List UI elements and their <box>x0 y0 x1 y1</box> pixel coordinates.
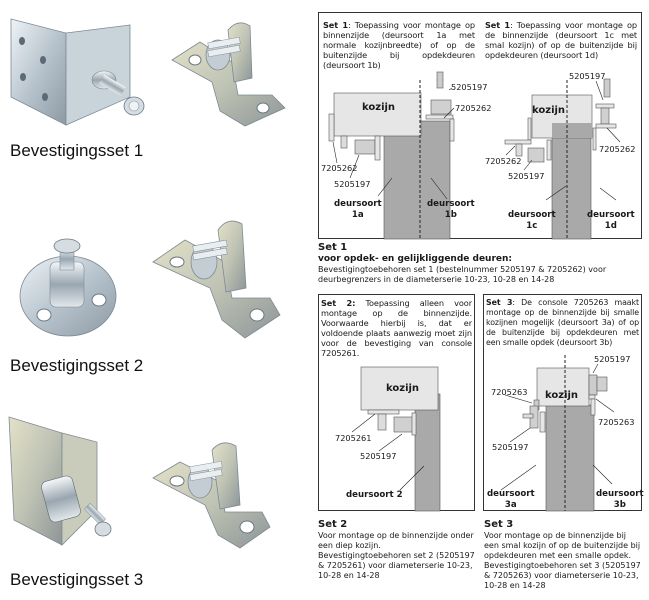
set1-right-text: : Toepassing voor montage op de binnenzi… <box>485 20 637 60</box>
angle-bracket-with-ball-pin-image <box>10 18 145 126</box>
set1-caption-subtitle: voor opdek- en gelijkliggende deuren: <box>318 254 513 264</box>
product-label-set2: Bevestigingsset 2 <box>10 356 144 375</box>
flat-bracket-with-ball-pin-image <box>8 416 112 546</box>
product-label-set3: Bevestigingsset 3 <box>10 570 144 589</box>
set1-left-part-label-top2: 7205262 <box>455 103 492 113</box>
set3-part-label-right-console: 7205263 <box>598 417 635 427</box>
set1-right-part-label-bottom2: 5205197 <box>508 171 545 181</box>
set3-frame-label: kozijn <box>545 390 579 401</box>
round-plate-with-ball-pin-image <box>19 238 117 337</box>
set3-title: Set 3 <box>486 298 513 307</box>
set2-door-label: deursoort 2 <box>346 490 403 500</box>
set1-caption-text: Bevestigingtoebehoren set 1 (bestelnumme… <box>318 265 607 284</box>
set2-part-label-console: 7205261 <box>335 433 372 443</box>
set3-part-label-left-pin: 5205197 <box>492 442 529 452</box>
set2-description: Set 2: Toepassing alleen voor montage op… <box>321 298 472 358</box>
set3-part-label-top-right: 5205197 <box>594 354 631 364</box>
set1-right-frame-label: kozijn <box>532 105 566 116</box>
set3-caption-text: Voor montage op de binnenzijde bij een s… <box>484 531 641 590</box>
set2-text: Toepassing alleen voor montage op de bin… <box>321 298 472 358</box>
set2-frame-label: kozijn <box>386 383 420 394</box>
hinge-console-image-set2 <box>152 220 281 339</box>
set2-title: Set 2: <box>321 298 356 308</box>
set1-right-part-label-top: 5205197 <box>569 71 606 81</box>
set1-right-title: Set 1 <box>485 20 511 30</box>
set1-left-frame-label: kozijn <box>362 102 396 113</box>
set3-caption: Set 3 Voor montage op de binnenzijde bij… <box>484 519 641 591</box>
set2-caption-text: Voor montage op de binnenzijde onder een… <box>318 531 475 580</box>
set2-part-label-pin: 5205197 <box>360 451 397 461</box>
set1-left-part-label-bottom2: 5205197 <box>334 179 371 189</box>
set1-left-title: Set 1 <box>323 20 349 30</box>
set3-text: : De console 7205263 maakt montage op de… <box>486 298 639 347</box>
hinge-console-image-set3 <box>152 442 271 549</box>
set1-left-part-label-bottom: 7205262 <box>321 163 358 173</box>
set2-caption-title: Set 2 <box>318 519 348 530</box>
set1-left-text: : Toepassing voor montage op binnenzijde… <box>323 20 475 70</box>
set1-left-part-label-top: 5205197 <box>451 82 488 92</box>
set1-caption: Set 1 voor opdek- en gelijkliggende deur… <box>318 242 644 285</box>
set3-description: Set 3: De console 7205263 maakt montage … <box>486 298 639 348</box>
set1-caption-title: Set 1 <box>318 242 348 253</box>
set1-left-description: Set 1: Toepassing voor montage op binnen… <box>323 20 475 70</box>
hinge-console-image-set1 <box>171 22 286 127</box>
set1-right-part-label-bottom: 7205262 <box>485 156 522 166</box>
product-label-set1: Bevestigingsset 1 <box>10 141 144 160</box>
set3-caption-title: Set 3 <box>484 519 514 530</box>
set2-caption: Set 2 Voor montage op de binnenzijde ond… <box>318 519 475 581</box>
set3-part-label-left-console: 7205263 <box>491 387 528 397</box>
set1-right-description: Set 1: Toepassing voor montage op de bin… <box>485 20 637 60</box>
set1-right-part-label-top2: 7205262 <box>599 144 636 154</box>
